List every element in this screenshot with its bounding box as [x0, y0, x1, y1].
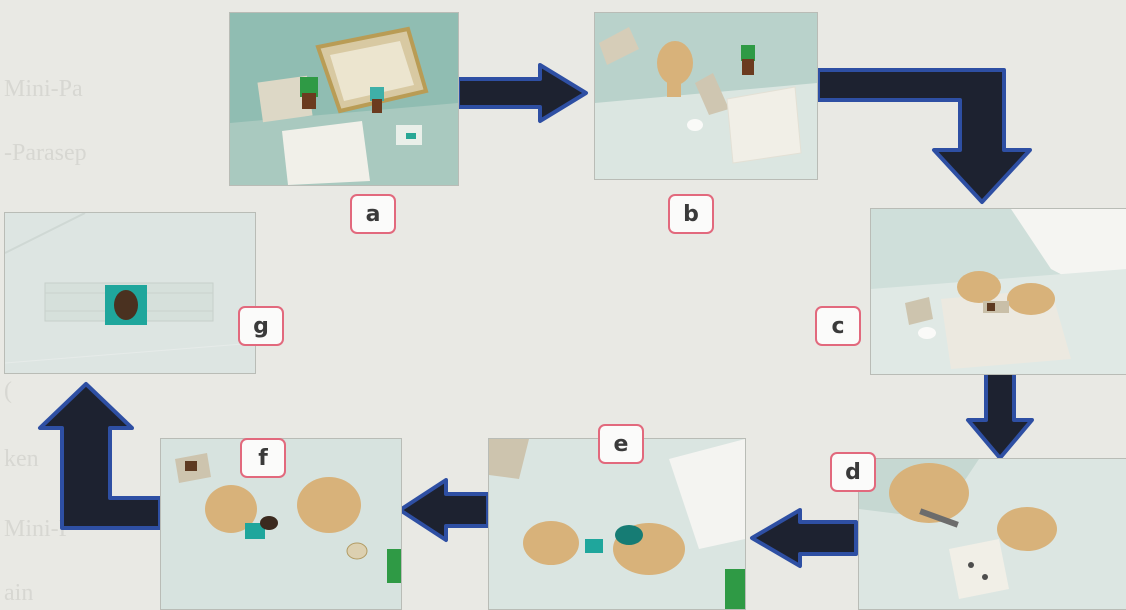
step-label-g: g	[238, 306, 284, 346]
photo-step-g	[4, 212, 256, 374]
arrow-d-to-e	[750, 508, 858, 568]
step-label-a: a	[350, 194, 396, 234]
photo-step-d	[858, 458, 1126, 610]
arrow-e-to-f	[398, 478, 490, 542]
step-label-e: e	[598, 424, 644, 464]
arrow-b-to-c	[816, 68, 1032, 204]
photo-step-f	[160, 438, 402, 610]
step-label-b: b	[668, 194, 714, 234]
step-label-c: c	[815, 306, 861, 346]
arrow-f-to-g	[38, 382, 162, 530]
photo-step-b	[594, 12, 818, 180]
arrow-a-to-b	[456, 63, 588, 123]
photo-step-a	[229, 12, 459, 186]
step-label-d: d	[830, 452, 876, 492]
photo-step-c	[870, 208, 1126, 375]
step-label-f: f	[240, 438, 286, 478]
photo-step-e	[488, 438, 746, 610]
arrow-c-to-d	[966, 368, 1034, 460]
